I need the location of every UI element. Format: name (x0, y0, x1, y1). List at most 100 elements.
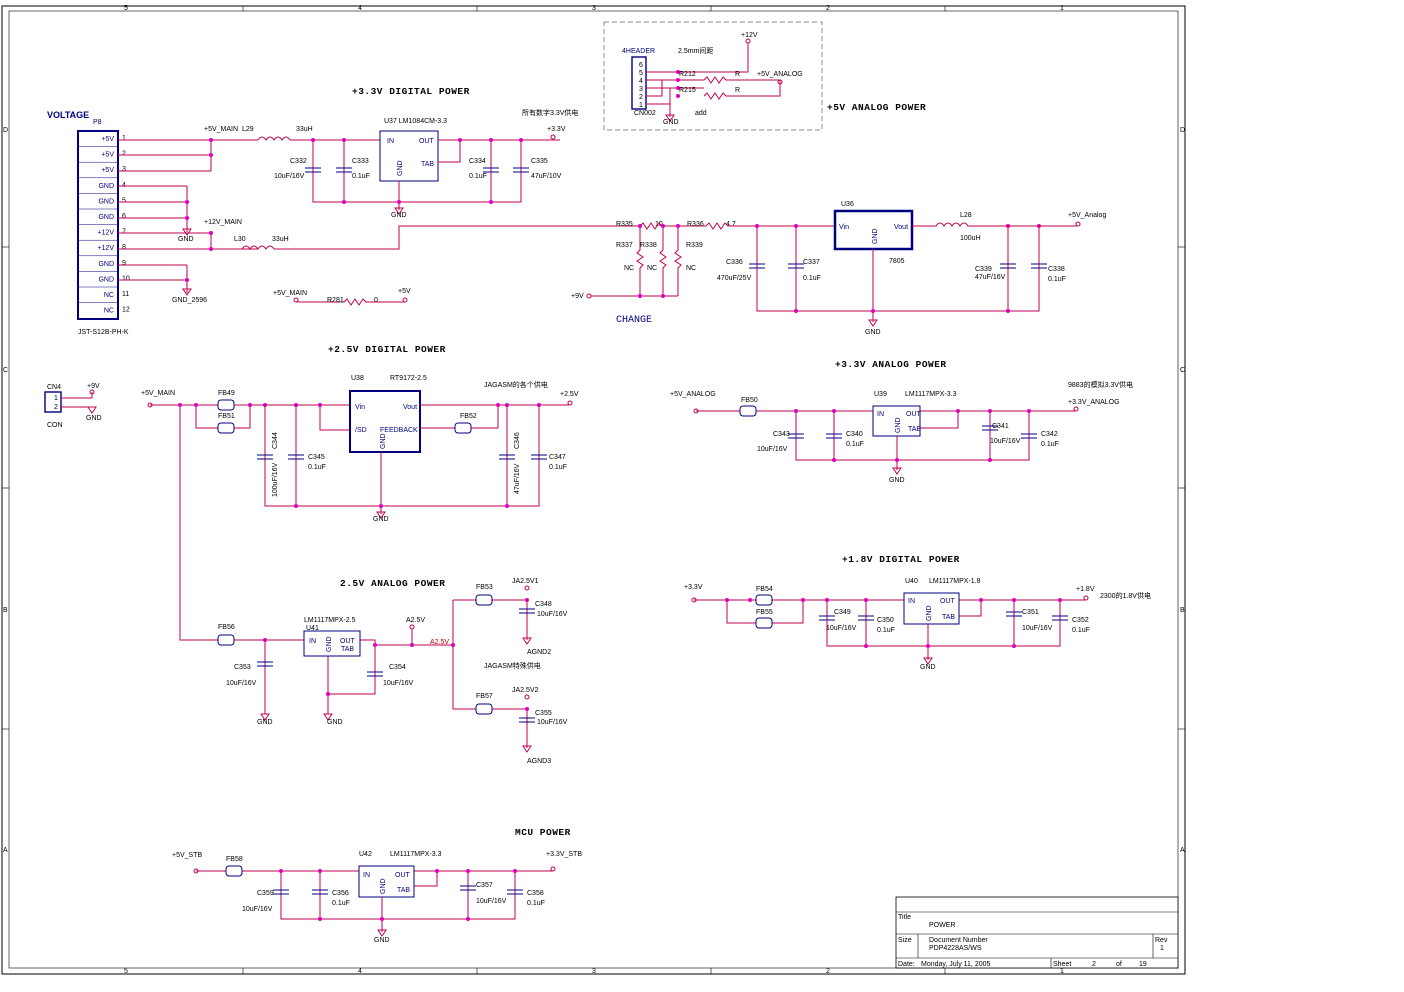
gnd-label: GND (86, 415, 102, 422)
sheet-inner-border (8, 10, 1179, 969)
c345-ref: C345 (308, 454, 325, 461)
c333-ref: C333 (352, 158, 369, 165)
c332-value: 10uF/16V (274, 173, 305, 180)
net-5v-main: +5V_MAIN (204, 126, 238, 133)
border-labels: 5 4 3 2 1 5 4 3 2 1 D C B A D C B A (3, 5, 1185, 975)
r337-value: NC (624, 265, 634, 272)
u40-body (903, 592, 960, 625)
u41-out: OUT (340, 638, 356, 645)
r335-ref: R335 (616, 221, 633, 228)
c353-ref: C353 (234, 664, 251, 671)
col-label-top: 2 (826, 5, 830, 12)
row-label-right: A (1180, 847, 1185, 854)
net-9v: +9V (87, 383, 100, 390)
connector-cn4: CN4 12 +9V GND CON (44, 383, 102, 429)
u37-out: OUT (419, 138, 435, 145)
u40-in: IN (908, 598, 915, 605)
sheet-label: Sheet (1053, 961, 1071, 968)
net-5v-main: +5V_MAIN (273, 290, 307, 297)
svg-text:2: 2 (639, 94, 643, 101)
c340-ref: C340 (846, 431, 863, 438)
c333-value: 0.1uF (352, 173, 370, 180)
p8-pin-label: GND (98, 198, 114, 205)
net-1v8: +1.8V (1076, 586, 1095, 593)
u38-vin: Vin (355, 404, 365, 411)
p8-ref: P8 (93, 119, 102, 126)
p8-pin-label: +5V (101, 152, 114, 159)
gnd-label: GND (663, 119, 679, 126)
u37-gnd: GND (397, 160, 404, 176)
section-3v3-analog: +5V_ANALOG FB50 U39 LM1117MPX-3.3 IN OUT… (670, 380, 1133, 484)
col-label-bottom: 3 (592, 968, 596, 975)
row-label-right: B (1180, 607, 1185, 614)
net-ja2v5-1: JA2.5V1 (512, 578, 539, 585)
row-label-right: C (1180, 367, 1185, 374)
col-label-top: 3 (592, 5, 596, 12)
c344-value: 100uF/16V (272, 462, 279, 497)
rev-value: 1 (1160, 945, 1164, 952)
gnd2596-label: GND_2596 (172, 297, 207, 304)
col-label-bottom: 1 (1060, 968, 1064, 975)
u38-part: RT9172-2.5 (390, 375, 427, 382)
agnd2-label: AGND2 (527, 649, 551, 656)
gnd-label: GND (327, 719, 343, 726)
fb57-ref: FB57 (476, 693, 493, 700)
svg-text:3: 3 (639, 86, 643, 93)
fb55-ref: FB55 (756, 609, 773, 616)
p8-pin-number: 4 (122, 182, 126, 189)
r336-value: 4.7 (726, 221, 736, 228)
c354-ref: C354 (389, 664, 406, 671)
net-a2v5: A2.5V (406, 617, 425, 624)
row-label-left: B (3, 607, 8, 614)
gnd-label: GND (391, 212, 407, 219)
net-3v3-stb: +3.3V_STB (546, 851, 582, 858)
net-5v-analog: +5V_Analog (1068, 212, 1106, 219)
svg-text:1: 1 (639, 102, 643, 109)
fb56-ref: FB56 (218, 624, 235, 631)
c351-ref: C351 (1022, 609, 1039, 616)
svg-text:4: 4 (639, 78, 643, 85)
svg-text:6: 6 (639, 62, 643, 69)
r281-ref: R281 (327, 297, 344, 304)
u36-gnd: GND (872, 228, 879, 244)
date-value: Monday, July 11, 2005 (921, 961, 991, 968)
l29-ref: L29 (242, 126, 254, 133)
p8-pin-label: GND (98, 261, 114, 268)
p8-pin-label: GND (98, 214, 114, 221)
c337-ref: C337 (803, 259, 820, 266)
u39-part: LM1117MPX-3.3 (905, 391, 957, 398)
p8-pin-number: 7 (122, 229, 126, 236)
fb58-ref: FB58 (226, 856, 243, 863)
r337-ref: R337 (616, 242, 633, 249)
p8-pin-number: 11 (122, 291, 129, 298)
title-label: Title (898, 914, 911, 921)
change-label: CHANGE (616, 315, 652, 326)
u37-body (379, 130, 439, 182)
l28-ref: L28 (960, 212, 972, 219)
gnd-label: GND (373, 516, 389, 523)
net-5v: +5V (398, 288, 411, 295)
border-ticks (2, 6, 1185, 974)
c350-ref: C350 (877, 617, 894, 624)
fb49-ref: FB49 (218, 390, 235, 397)
header-cn002: 4HEADER 2.5mm间距 65 43 21 +12V R212 R R21… (603, 21, 823, 131)
p8-pin-number: 10 (122, 275, 130, 282)
p8-pin-label: GND (98, 276, 114, 283)
c357-value: 10uF/16V (476, 898, 507, 905)
svg-text:1: 1 (54, 395, 58, 402)
c352-value: 0.1uF (1072, 627, 1090, 634)
net-ja2v5-2: JA2.5V2 (512, 687, 539, 694)
c357-ref: C357 (476, 882, 493, 889)
hdr-note: 2.5mm间距 (678, 47, 713, 55)
c349-value: 10uF/16V (826, 625, 857, 632)
row-label-left: A (3, 847, 8, 854)
note-9883: 9883的模拟3.3V供电 (1068, 380, 1133, 389)
net-9v: +9V (571, 293, 584, 300)
c342-value: 0.1uF (1041, 441, 1059, 448)
c349-ref: C349 (834, 609, 851, 616)
p8-pin-label: +5V (101, 136, 114, 143)
u38-sd: /SD (355, 427, 367, 434)
agnd3-label: AGND3 (527, 758, 551, 765)
gnd-label: GND (257, 719, 273, 726)
